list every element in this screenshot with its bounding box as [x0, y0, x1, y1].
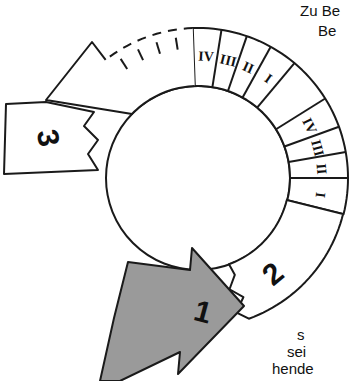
shape-path	[4, 102, 98, 174]
open-arrow-dashed-edge	[106, 28, 193, 60]
cell-divider	[257, 63, 294, 107]
shape-outline	[229, 200, 343, 319]
open-arrow-fill	[46, 28, 195, 114]
tick-mark	[156, 42, 160, 53]
shape-outline	[100, 248, 244, 381]
open-arrow-outline	[46, 42, 195, 114]
cell-numeral: II	[312, 163, 329, 175]
step-segment: 2	[229, 200, 343, 319]
tick-mark	[121, 59, 128, 69]
text-fragment: Be	[318, 22, 336, 39]
text-fragment: hende	[272, 360, 314, 377]
step-arrow: 1	[100, 248, 244, 381]
step-block: 3	[4, 102, 98, 174]
tick-mark	[176, 38, 178, 50]
shape-path	[100, 248, 244, 381]
shape-path	[229, 200, 343, 319]
tick-mark	[138, 49, 143, 60]
cell-numeral: III	[218, 51, 238, 70]
cell-divider	[290, 177, 348, 179]
step-band	[193, 28, 348, 214]
text-fragment: Zu Be	[300, 2, 340, 19]
cell-numeral: IV	[197, 49, 214, 66]
text-fragment: sei	[287, 343, 306, 360]
text-fragment: s	[297, 326, 305, 343]
